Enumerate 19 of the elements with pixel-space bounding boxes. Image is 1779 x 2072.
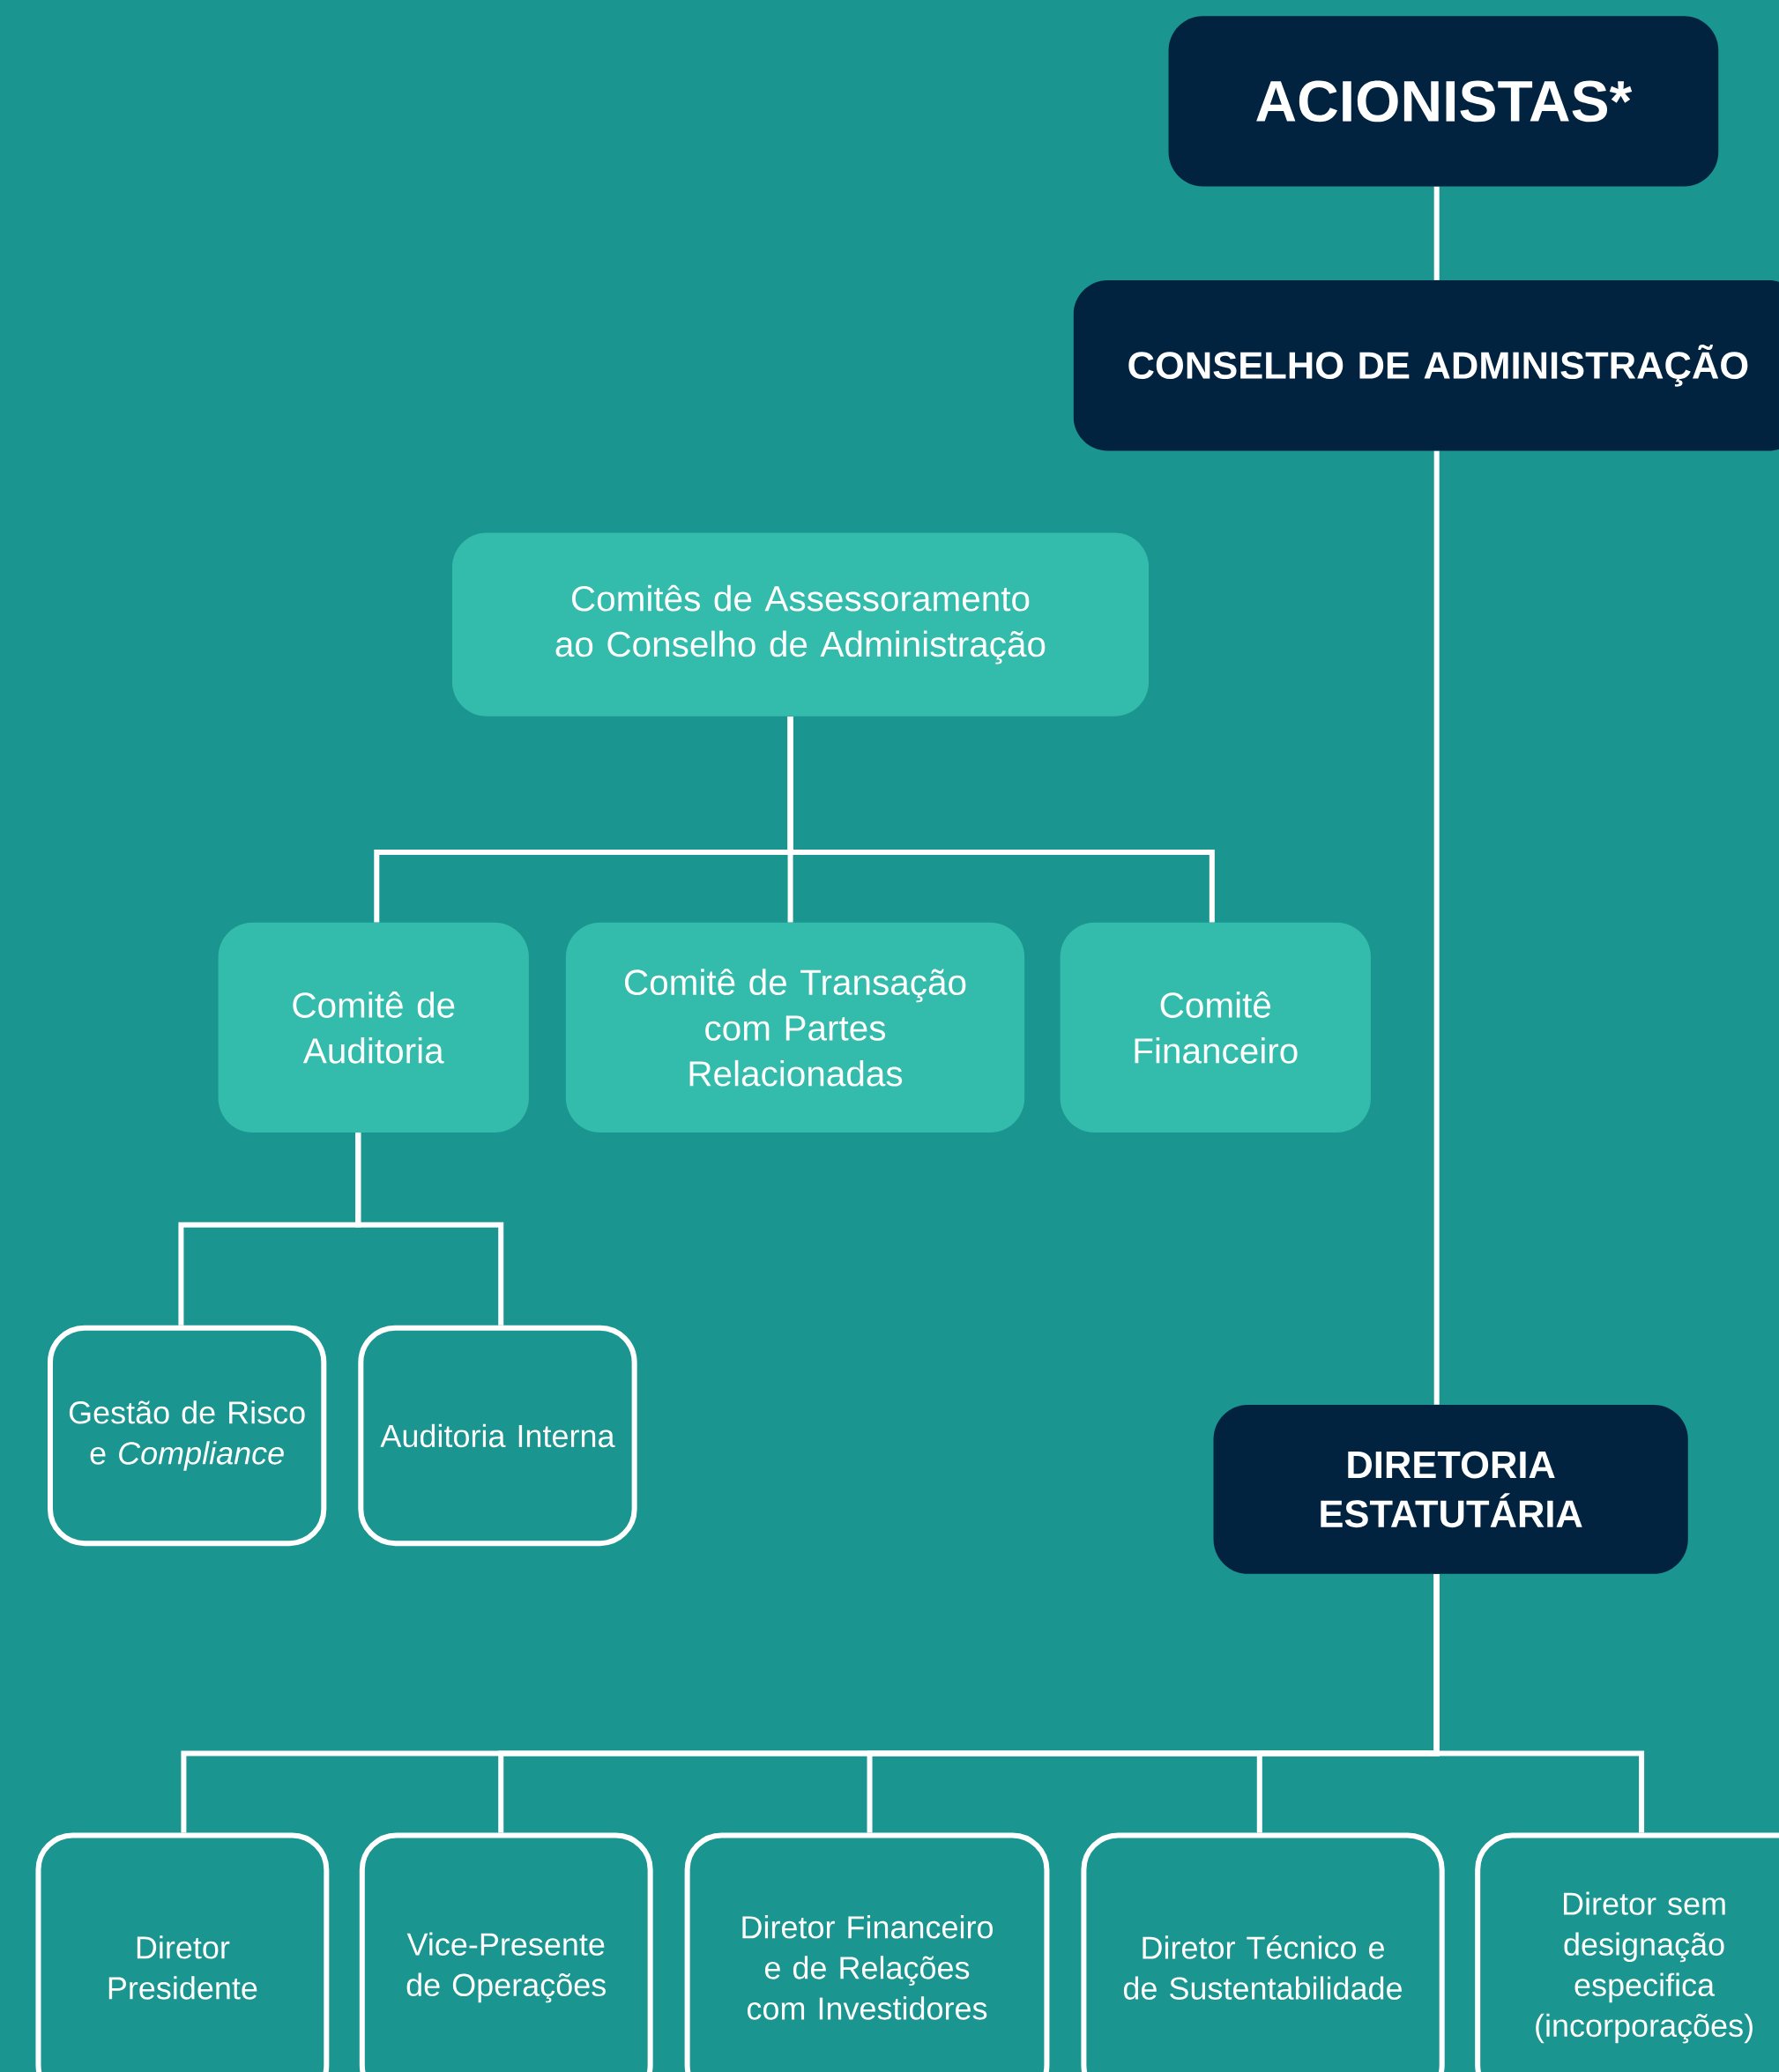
committee-box: Comitê de Transação com Partes Relacionadas xyxy=(565,922,1025,1133)
heading-box: ACIONISTAS* xyxy=(1168,16,1719,187)
heading-box: DIRETORIA ESTATUTÁRIA xyxy=(1213,1404,1688,1574)
department-box: Diretor Financeiro e de Relações com Investidores xyxy=(684,1832,1050,2072)
department-box: Gestão de Risco e Compliance xyxy=(47,1325,327,1547)
committee-box: Comitê Financeiro xyxy=(1060,922,1371,1133)
connector-line xyxy=(1433,1574,1645,1833)
department-box: Diretor Presidente xyxy=(35,1832,330,2072)
connector-line xyxy=(355,1133,504,1326)
heading-box: CONSELHO DE ADMINISTRAÇÃO xyxy=(1073,280,1779,451)
department-box: Auditoria Interna xyxy=(358,1325,637,1547)
committee-box: Comitê de Auditoria xyxy=(218,922,529,1133)
department-box: Diretor sem designação especifica (incorporações) xyxy=(1475,1832,1779,2072)
committee-box: Comitês de Assessoramento ao Conselho de Administração xyxy=(451,532,1150,717)
connector-line xyxy=(1433,450,1440,1405)
department-box: Vice-Presente de Operações xyxy=(359,1832,653,2072)
connector-line xyxy=(787,717,1215,923)
department-box: Diretor Técnico e de Sustentabilidade xyxy=(1081,1832,1445,2072)
connector-line xyxy=(1433,186,1440,280)
